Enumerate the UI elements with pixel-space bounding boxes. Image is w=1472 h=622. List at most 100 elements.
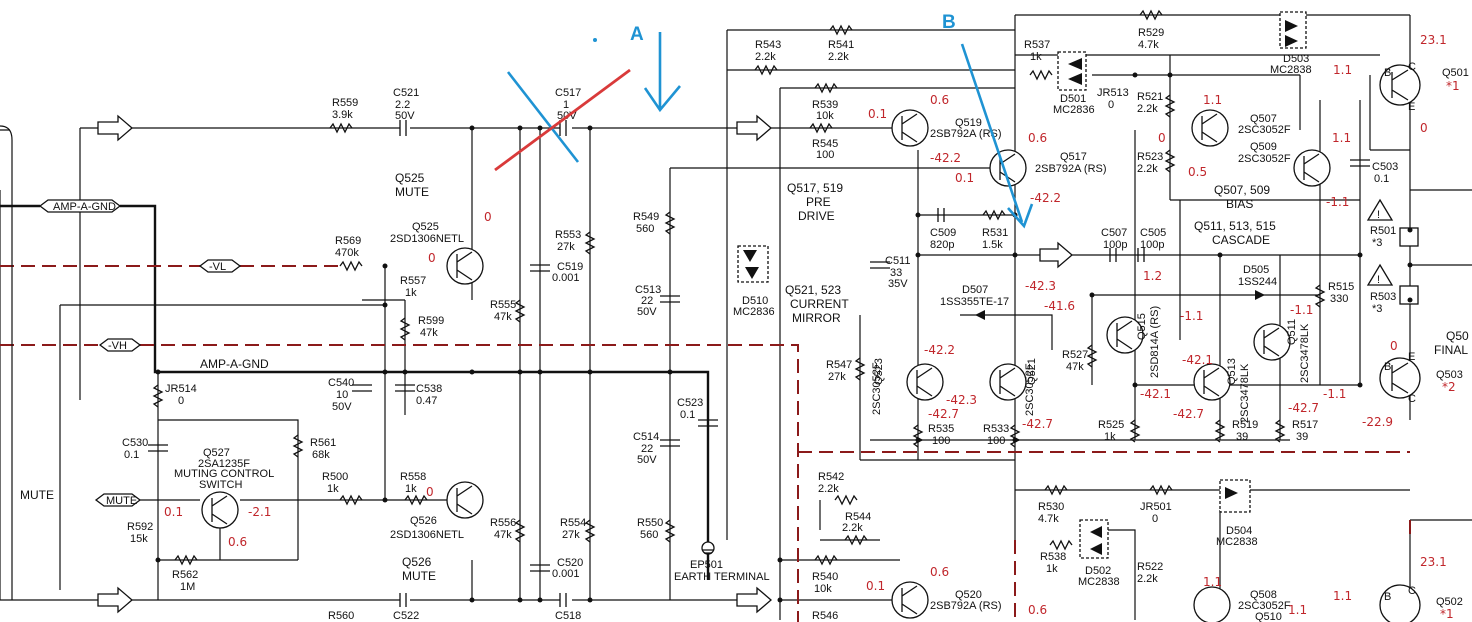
r537-shape [1029,69,1053,81]
label-r550-ref: R550 [637,517,663,529]
label-c520-val: 0.001 [552,568,580,580]
net-vl: -VL [209,261,226,273]
d502-shape [1079,519,1109,559]
label-r541-val: 2.2k [828,51,849,63]
label-r559-val: 3.9k [332,109,353,121]
label-q523-part: 2SC3052F [871,362,883,415]
r541-shape [829,24,853,36]
q502-symbol [1379,584,1421,622]
label-c514-val: 22 [641,443,653,455]
label-q520-ref: Q520 [955,589,982,601]
voltage-reading: 0.5 [1188,165,1207,179]
r500-shape [339,494,363,506]
r539-shape [809,122,833,134]
voltage-reading: 0.1 [164,505,183,519]
label-r592-ref: R592 [127,521,153,533]
label-r569-val: 470k [335,247,359,259]
label-c523-ref: C523 [677,397,703,409]
voltage-reading: -42.2 [1030,191,1061,205]
c522-shape [399,593,407,607]
voltage-reading: 0 [1420,121,1428,135]
label-q515-part: 2SD814A (RS) [1149,306,1161,378]
svg-text:B: B [1384,591,1391,603]
label-r562-ref: R562 [172,569,198,581]
annotation-cross-blue [506,71,580,163]
voltage-reading: 1.2 [1143,269,1162,283]
voltage-reading: -1.1 [1323,387,1346,401]
label-r522-ref: R522 [1137,561,1163,573]
label-d502-ref: D502 [1085,565,1111,577]
label-d510-val: MC2836 [733,306,775,318]
label-c513-extra: 50V [637,306,657,318]
label-r533-ref: R533 [983,423,1009,435]
label-r559-ref: R559 [332,97,358,109]
net-amp-a-gnd-tag: AMP-A-GND [53,201,116,213]
voltage-reading: -41.6 [1044,299,1075,313]
d505-shape [1255,290,1265,300]
label-r545-val: 100 [816,149,834,161]
label-r535-val: 100 [932,435,950,447]
arrow-predrive-lower [736,586,772,614]
voltage-reading: 0.6 [228,535,247,549]
net-mute: MUTE [20,488,54,502]
label-r542-ref: R542 [818,471,844,483]
r553-shape [584,231,596,255]
label-r522-val: 2.2k [1137,573,1158,585]
c503-shape [1350,159,1370,167]
label-c530-val: 0.1 [124,449,139,461]
label-c513-val: 22 [641,295,653,307]
label-r558-val: 1k [405,483,417,495]
voltage-reading: -42.7 [1173,407,1204,421]
label-q517-ref: Q517 [1060,151,1087,163]
label-r540-val: 10k [814,583,832,595]
capacitors [148,120,1370,607]
label-r529-val: 4.7k [1138,39,1159,51]
label-c505-val: 100p [1140,239,1164,251]
r554-shape [584,519,596,543]
ground-dash-lines [0,265,1411,622]
voltage-reading: -42.2 [924,343,955,357]
voltage-reading: 0.6 [930,93,949,107]
label-c509-val: 820p [930,239,954,251]
annotation-arrow-b [960,43,1034,229]
label-r531-ref: R531 [982,227,1008,239]
label-d504-val: MC2838 [1216,536,1258,548]
r569-shape [339,260,363,272]
q511-symbol [1253,323,1291,361]
label-r560-ref: R560 [328,610,354,622]
block-bias-1: Q507, 509 [1214,183,1270,197]
voltage-reading: -42.1 [1182,353,1213,367]
block-mirror-3: MIRROR [792,311,841,325]
label-r543-ref: R543 [755,39,781,51]
warning-icons: ! ! [1366,198,1394,286]
block-final-1: Q50 [1446,329,1469,343]
label-r555-ref: R555 [490,299,516,311]
label-jr513-ref: JR513 [1097,87,1129,99]
label-r501-val: *3 [1372,237,1382,249]
label-d505-ref: D505 [1243,264,1269,276]
label-r531-val: 1.5k [982,239,1003,251]
label-q526-part: 2SD1306NETL [390,529,464,541]
voltage-reading: 0.6 [1028,603,1047,617]
voltage-reading: -42.7 [1288,401,1319,415]
label-d505-val: 1SS244 [1238,276,1277,288]
resistors [152,9,1419,566]
label-d501-val: MC2836 [1053,104,1095,116]
label-r553-ref: R553 [555,229,581,241]
block-mirror-1: Q521, 523 [785,283,841,297]
label-r530-ref: R530 [1038,501,1064,513]
voltage-reading: -2.1 [248,505,271,519]
label-r538-val: 1k [1046,563,1058,575]
label-c520-ref: C520 [557,557,583,569]
block-titles: Q525 MUTE Q526 MUTE Q517, 519 PRE DRIVE … [174,171,1469,622]
c514-shape [660,439,680,447]
voltage-reading: 0.1 [955,171,974,185]
block-bias-2: BIAS [1226,197,1253,211]
label-q507-ref: Q507 [1250,113,1277,125]
label-r517-ref: R517 [1292,419,1318,431]
r550-shape [664,519,676,543]
label-c503-val: 0.1 [1374,173,1389,185]
label-r538-ref: R538 [1040,551,1066,563]
